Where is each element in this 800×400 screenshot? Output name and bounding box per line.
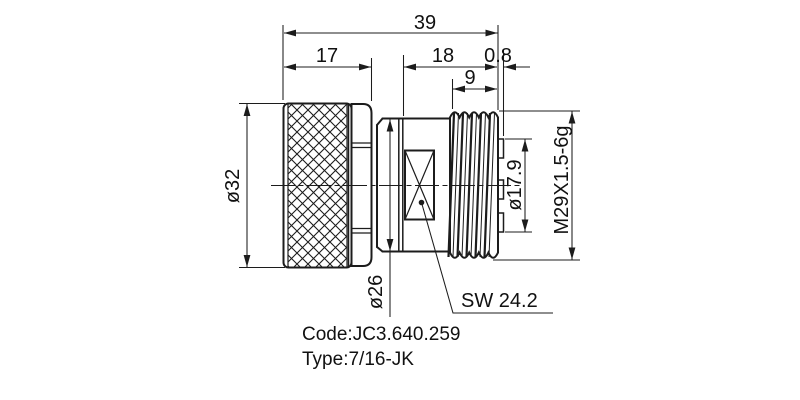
dim-knurl-diameter: ø32 — [222, 102, 285, 269]
dim-knurl-length: 17 — [284, 45, 373, 101]
dim-thread-spec: M29X1.5-6g — [493, 110, 580, 261]
dim-thread-length-label: 9 — [464, 67, 475, 89]
dim-body-diameter-label: ø26 — [365, 275, 387, 309]
neck-groove — [376, 117, 384, 253]
dim-inner-diameter-label: ø17.9 — [504, 159, 526, 210]
dim-thread-spec-label: M29X1.5-6g — [551, 126, 573, 235]
type-label: Type:7/16-JK — [302, 349, 414, 370]
dim-total-length: 39 — [282, 12, 499, 110]
dim-knurl-length-label: 17 — [316, 45, 338, 67]
code-label: Code:JC3.640.259 — [302, 324, 460, 345]
dim-body-length: 18 — [402, 45, 497, 116]
wrench-size-label: SW 24.2 — [461, 290, 538, 312]
leader-wrench-size: SW 24.2 — [420, 202, 553, 314]
dim-body-length-label: 18 — [432, 45, 454, 67]
title-block: Code:JC3.640.259 Type:7/16-JK — [302, 324, 460, 370]
dim-total-length-label: 39 — [414, 12, 436, 34]
dim-knurl-diameter-label: ø32 — [222, 169, 244, 203]
front-lip-tabs — [497, 138, 505, 233]
dim-face-lip-label: 0.8 — [484, 45, 512, 67]
dim-thread-length: 9 — [451, 67, 497, 109]
dim-body-diameter: ø26 — [365, 119, 394, 317]
dim-face-lip: 0.8 — [484, 45, 530, 136]
dim-inner-diameter: ø17.9 — [504, 138, 532, 233]
